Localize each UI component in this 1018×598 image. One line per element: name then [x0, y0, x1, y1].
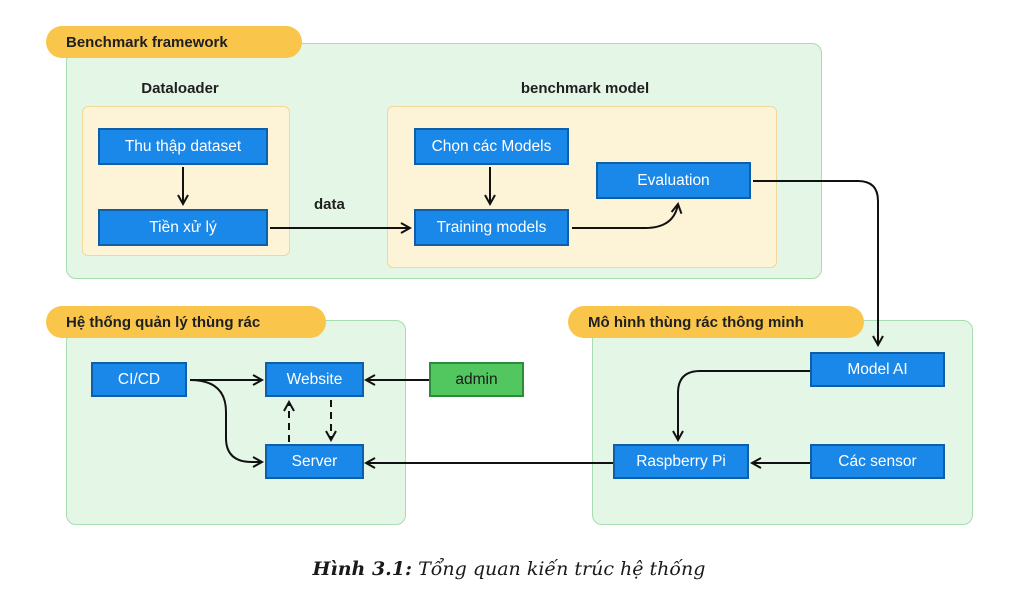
management-system-title: Hệ thống quản lý thùng rác — [46, 306, 326, 338]
node-raspberry-pi[interactable]: Raspberry Pi — [613, 444, 749, 479]
node-website[interactable]: Website — [265, 362, 364, 397]
node-collect-dataset[interactable]: Thu thập dataset — [98, 128, 268, 165]
smart-bin-panel — [592, 320, 973, 525]
dataloader-heading: Dataloader — [141, 80, 219, 97]
node-sensors[interactable]: Các sensor — [810, 444, 945, 479]
caption-text: Tổng quan kiến trúc hệ thống — [418, 558, 706, 580]
node-training-models[interactable]: Training models — [414, 209, 569, 246]
node-choose-models[interactable]: Chọn các Models — [414, 128, 569, 165]
node-preprocess[interactable]: Tiền xử lý — [98, 209, 268, 246]
node-admin[interactable]: admin — [429, 362, 524, 397]
caption-label: Hình 3.1: — [312, 558, 413, 580]
management-system-panel — [66, 320, 406, 525]
benchmark-model-heading: benchmark model — [520, 80, 650, 97]
edge-label-data: data — [314, 196, 345, 213]
smart-bin-title: Mô hình thùng rác thông minh — [568, 306, 864, 338]
node-model-ai[interactable]: Model AI — [810, 352, 945, 387]
node-cicd[interactable]: CI/CD — [91, 362, 187, 397]
node-server[interactable]: Server — [265, 444, 364, 479]
benchmark-framework-title: Benchmark framework — [46, 26, 302, 58]
figure-caption: Hình 3.1: Tổng quan kiến trúc hệ thống — [0, 558, 1018, 580]
node-evaluation[interactable]: Evaluation — [596, 162, 751, 199]
